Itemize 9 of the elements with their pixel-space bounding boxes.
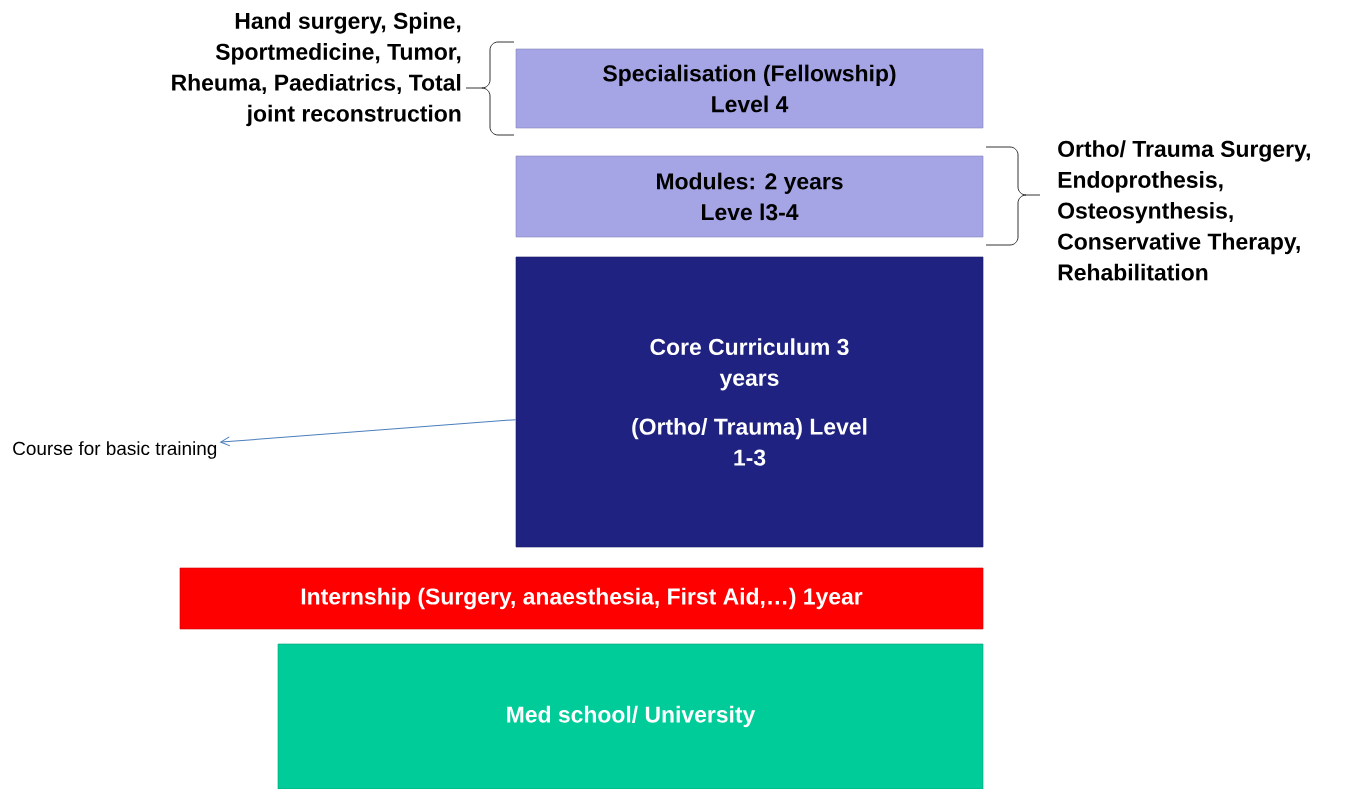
level-box: Modules: 2 years Leve l3-4 xyxy=(515,155,984,238)
level-bar: Internship (Surgery, anaesthesia, First Aid,…) 1year xyxy=(179,567,984,630)
level-box: Med school/ University xyxy=(277,643,984,789)
level-box: Core Curriculum 3 years (Ortho/ Trauma) Level 1-3 xyxy=(515,256,984,548)
note-text: Course for basic training xyxy=(13,441,217,459)
level-box: Specialisation (Fellowship) Level 4 xyxy=(515,48,984,129)
topic-list: Ortho/ Trauma Surgery, Endoprothesis, Osteosynthesis, Conservative Therapy, Rehabilitation xyxy=(1058,140,1310,281)
arrow xyxy=(220,419,517,447)
topic-list: Hand surgery, Spine, Sportmedicine, Tumor, Rheuma, Paediatrics, Total joint reconstruction xyxy=(172,12,461,127)
